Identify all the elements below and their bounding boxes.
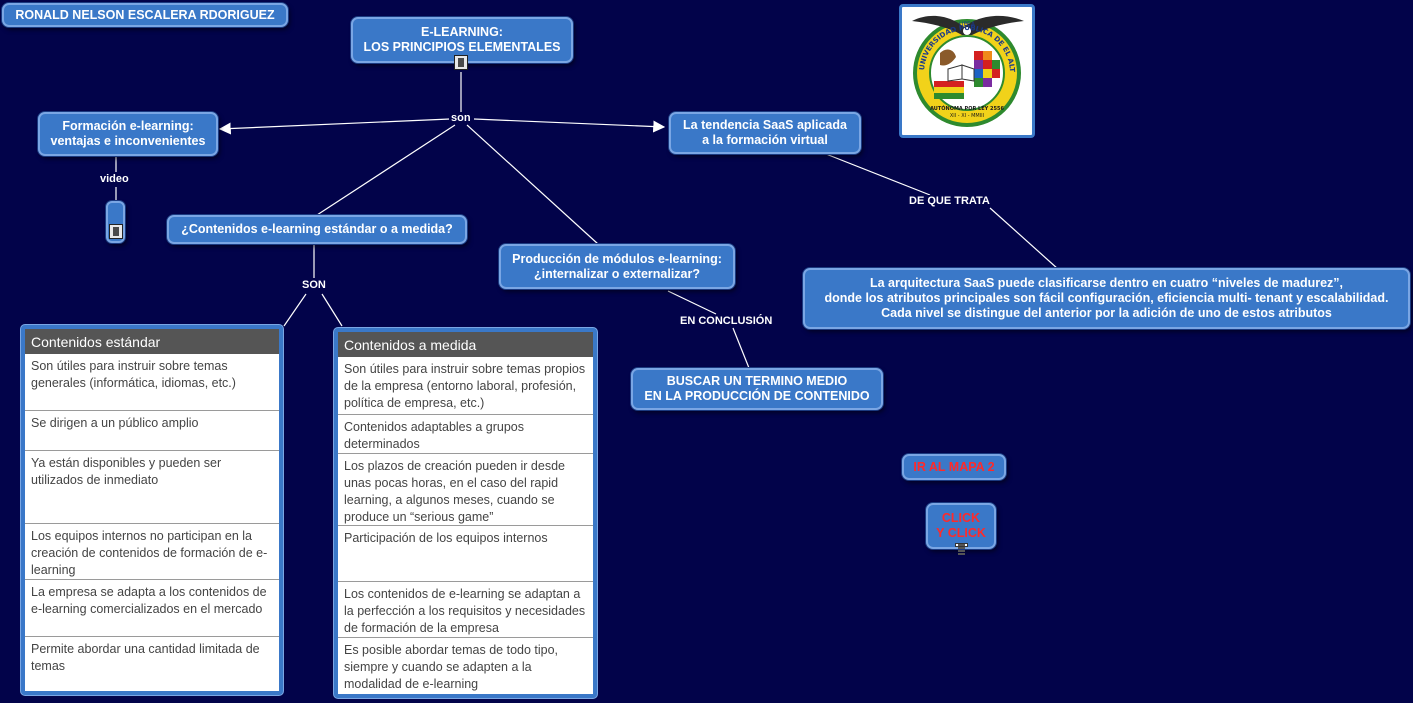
video-node[interactable] bbox=[106, 201, 125, 243]
table-row: Ya están disponibles y pueden ser utiliz… bbox=[25, 450, 279, 523]
standard-content-table: Contenidos estándar Son útiles para inst… bbox=[21, 325, 283, 695]
video-icon[interactable] bbox=[108, 224, 123, 239]
link-son-medida bbox=[321, 293, 343, 327]
table-row: Los plazos de creación pueden ir desde u… bbox=[338, 453, 593, 525]
seal-date-text: XII - XI - MMIII bbox=[950, 113, 984, 119]
link-son-produccion bbox=[466, 124, 599, 245]
arquitectura-label: La arquitectura SaaS puede clasificarse … bbox=[824, 276, 1389, 320]
formacion-label: Formación e-learning: ventajas e inconve… bbox=[50, 119, 206, 148]
contenidos-node[interactable]: ¿Contenidos e-learning estándar o a medi… bbox=[167, 215, 467, 244]
ir-mapa-2-label: IR AL MAPA 2 bbox=[913, 459, 995, 474]
buscar-node[interactable]: BUSCAR UN TERMINO MEDIO EN LA PRODUCCIÓN… bbox=[631, 368, 883, 410]
table-row: Contenidos adaptables a grupos determina… bbox=[338, 414, 593, 453]
link-label-en-conclusion: EN CONCLUSIÓN bbox=[678, 315, 775, 327]
link-son-formacion bbox=[218, 118, 451, 135]
link-tendencia-trata bbox=[825, 153, 931, 196]
buscar-label: BUSCAR UN TERMINO MEDIO EN LA PRODUCCIÓN… bbox=[644, 374, 870, 403]
tendencia-node[interactable]: La tendencia SaaS aplicada a la formació… bbox=[669, 112, 861, 154]
table-row: Los contenidos de e-learning se adaptan … bbox=[338, 581, 593, 637]
link-trata-arquitectura bbox=[989, 207, 1059, 270]
formacion-node[interactable]: Formación e-learning: ventajas e inconve… bbox=[38, 112, 218, 156]
link-son-tendencia bbox=[473, 118, 666, 133]
table-row: La empresa se adapta a los contenidos de… bbox=[25, 579, 279, 636]
link-label-son-upper: SON bbox=[300, 279, 328, 291]
contenidos-label: ¿Contenidos e-learning estándar o a medi… bbox=[181, 222, 453, 236]
university-logo: UNIVERSIDAD PÚBLICA DE EL ALTO UPEA AUTÓ… bbox=[899, 1, 1035, 138]
produccion-label: Producción de módulos e-learning: ¿inter… bbox=[512, 251, 722, 281]
table-row: Son útiles para instruir sobre temas pro… bbox=[344, 362, 586, 410]
tendencia-label: La tendencia SaaS aplicada a la formació… bbox=[683, 118, 847, 147]
click-label: CLICK Y CLICK bbox=[936, 511, 986, 540]
table-row: Participación de los equipos internos bbox=[338, 525, 593, 581]
main-topic-label: E-LEARNING: LOS PRINCIPIOS ELEMENTALES bbox=[363, 25, 561, 54]
ir-mapa-2-node[interactable]: IR AL MAPA 2 bbox=[902, 454, 1006, 480]
table-row: Son útiles para instruir sobre temas gen… bbox=[31, 359, 236, 390]
table-row: Se dirigen a un público amplio bbox=[25, 410, 279, 450]
document-icon[interactable] bbox=[954, 543, 968, 549]
custom-content-table: Contenidos a medida Son útiles para inst… bbox=[334, 328, 597, 698]
seal-icon: UNIVERSIDAD PÚBLICA DE EL ALTO UPEA AUTÓ… bbox=[899, 1, 1024, 127]
link-label-video: video bbox=[98, 173, 131, 185]
seal-banner-text: AUTÓNOMA POR LEY 2556 bbox=[930, 105, 1004, 112]
produccion-node[interactable]: Producción de módulos e-learning: ¿inter… bbox=[499, 244, 735, 289]
standard-table-header: Contenidos estándar bbox=[25, 329, 279, 354]
link-conclusion-buscar bbox=[732, 327, 750, 369]
custom-table-header: Contenidos a medida bbox=[338, 332, 593, 357]
seal-top-text: UPEA bbox=[959, 21, 976, 28]
main-topic-node[interactable]: E-LEARNING: LOS PRINCIPIOS ELEMENTALES bbox=[351, 17, 573, 63]
author-label: RONALD NELSON ESCALERA RDORIGUEZ bbox=[15, 7, 275, 22]
author-node[interactable]: RONALD NELSON ESCALERA RDORIGUEZ bbox=[2, 3, 288, 27]
link-produccion-conclusion bbox=[667, 290, 717, 315]
link-label-de-que-trata: DE QUE TRATA bbox=[907, 195, 992, 207]
click-node[interactable]: CLICK Y CLICK bbox=[926, 503, 996, 549]
table-row: Permite abordar una cantidad limitada de… bbox=[25, 636, 279, 691]
link-son-estandar bbox=[283, 293, 307, 327]
link-son-contenidos bbox=[316, 124, 456, 216]
link-label-son: son bbox=[449, 112, 473, 124]
table-row: Los equipos internos no participan en la… bbox=[25, 523, 279, 579]
table-row: Es posible abordar temas de todo tipo, s… bbox=[338, 637, 593, 693]
film-icon[interactable] bbox=[454, 55, 468, 70]
arquitectura-node[interactable]: La arquitectura SaaS puede clasificarse … bbox=[803, 268, 1410, 329]
